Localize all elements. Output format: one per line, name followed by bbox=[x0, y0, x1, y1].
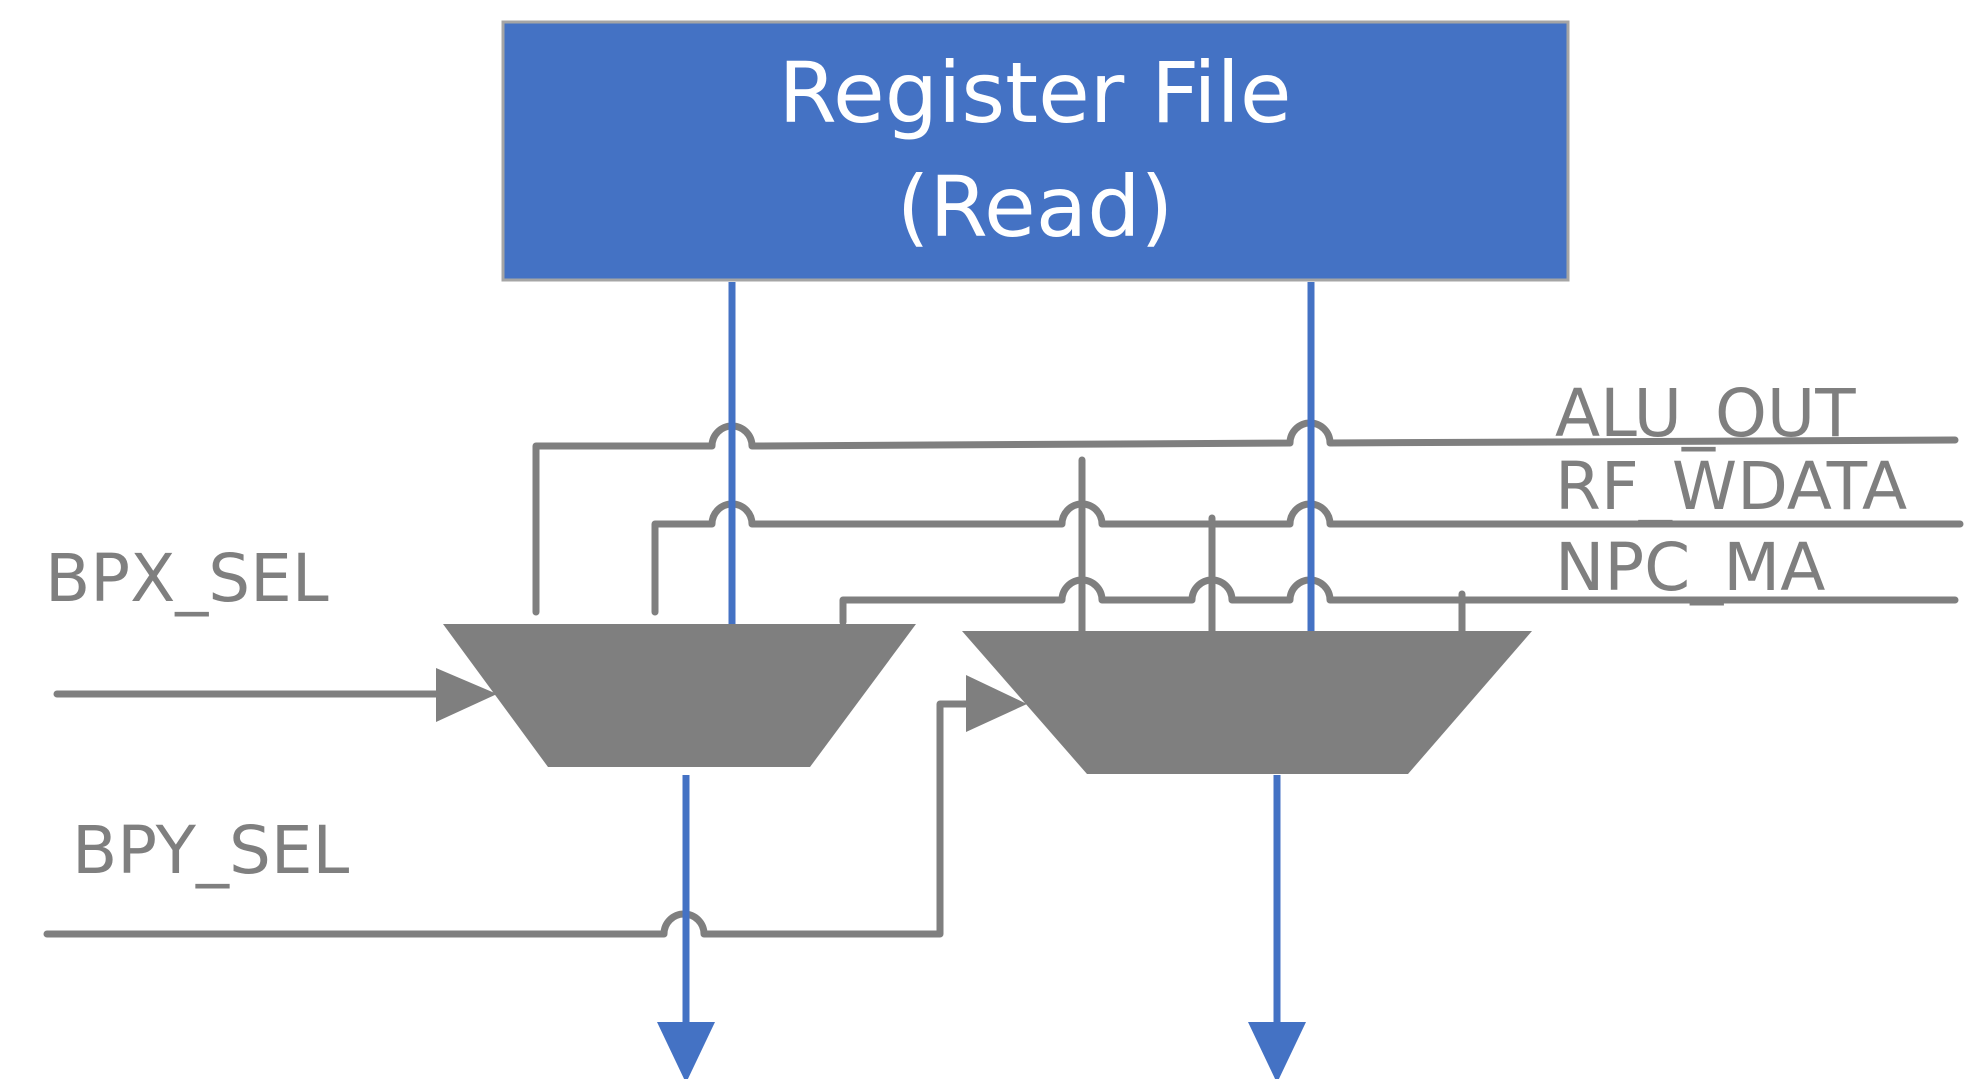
data-wires bbox=[682, 282, 1315, 1030]
bypass-y-output-arrowhead bbox=[1248, 1022, 1306, 1079]
rf-wdata-label: RF_WDATA bbox=[1555, 448, 1907, 525]
alu-out-wire bbox=[532, 419, 1959, 616]
npc-ma-label: NPC_MA bbox=[1555, 529, 1825, 606]
register-file-box bbox=[501, 20, 1570, 282]
bpx-sel-label: BPX_SEL bbox=[45, 540, 329, 617]
bpy-sel-arrowhead bbox=[966, 675, 1027, 732]
bpy-sel-label: BPY_SEL bbox=[72, 812, 350, 889]
bypass-x-output-arrowhead bbox=[657, 1022, 715, 1079]
alu-out-label: ALU_OUT bbox=[1555, 375, 1856, 452]
register-file-subtitle: (Read) bbox=[897, 158, 1174, 256]
bypass-x-mux bbox=[443, 624, 916, 767]
bypass-y-mux bbox=[962, 631, 1532, 774]
register-file-title: Register File bbox=[778, 44, 1291, 142]
register-file-block: Register File (Read) bbox=[501, 20, 1570, 282]
bpx-sel-arrowhead bbox=[436, 668, 497, 722]
